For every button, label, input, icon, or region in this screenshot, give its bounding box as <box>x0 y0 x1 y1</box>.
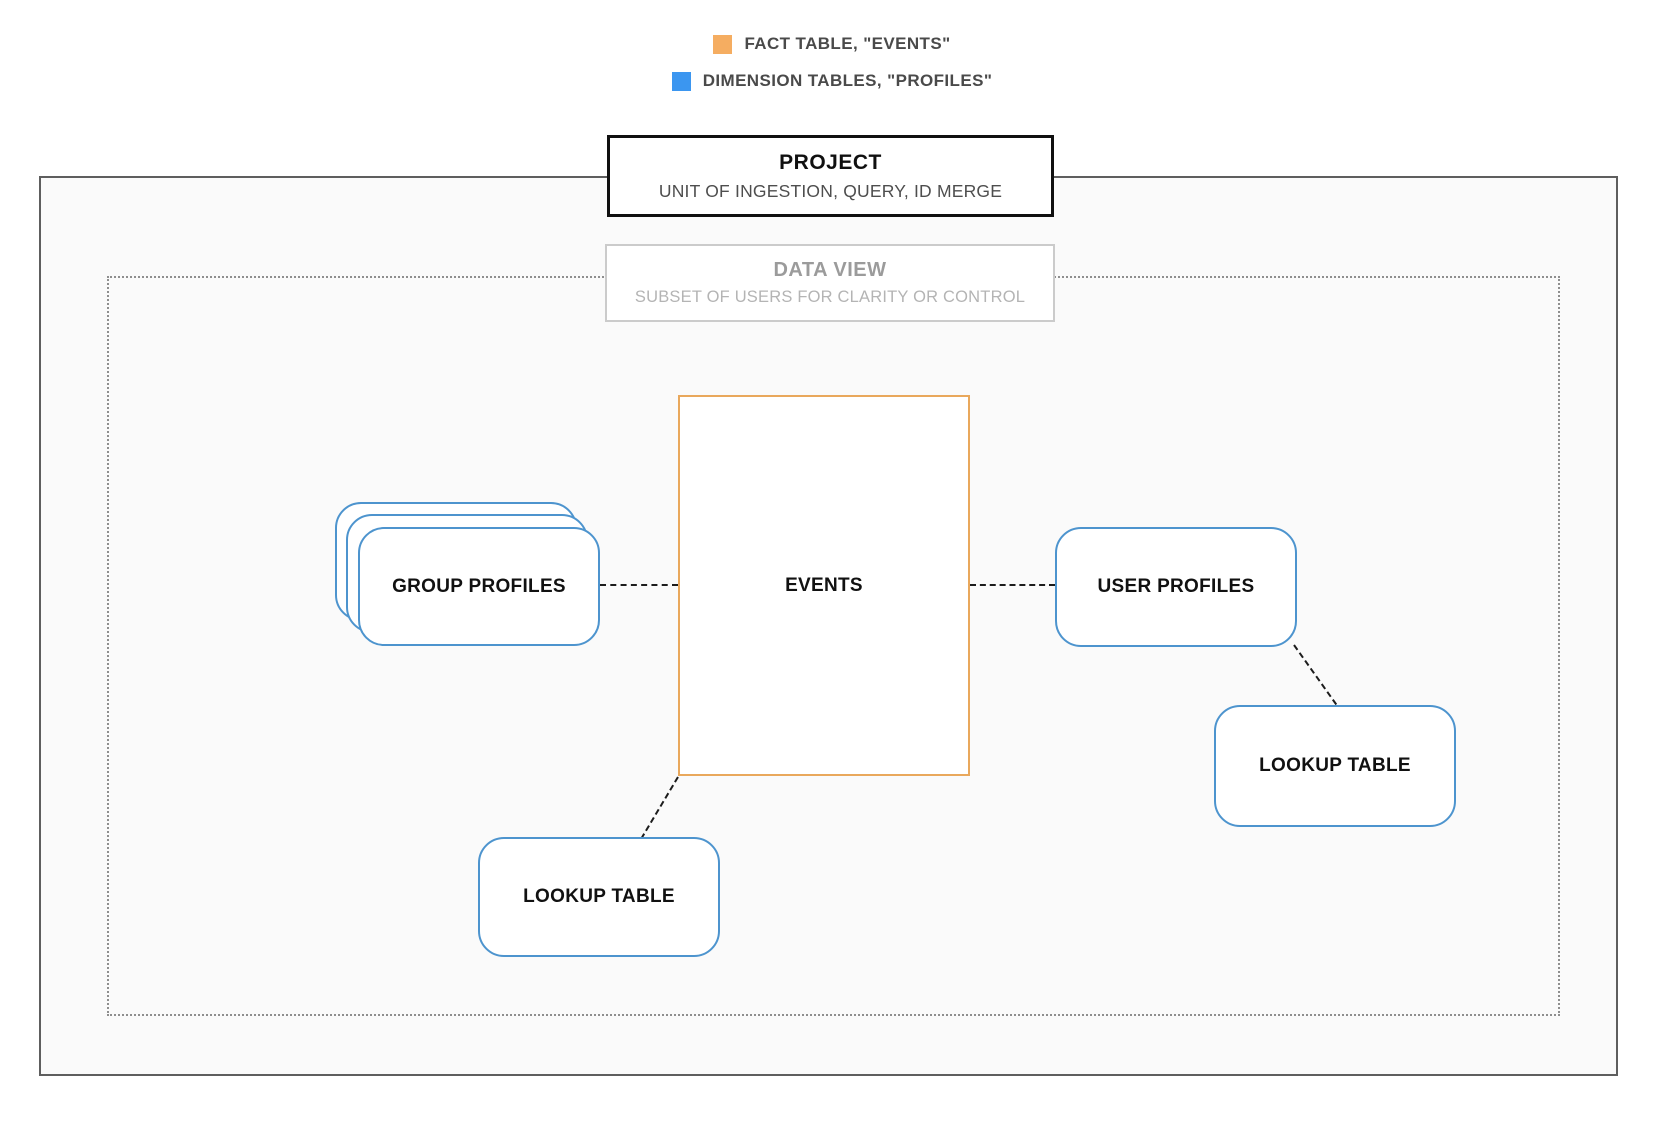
legend-item-fact-table: FACT TABLE, "EVENTS" <box>713 34 950 54</box>
legend: FACT TABLE, "EVENTS" DIMENSION TABLES, "… <box>0 34 1664 91</box>
legend-label-fact-table: FACT TABLE, "EVENTS" <box>744 34 951 53</box>
node-group-profiles: GROUP PROFILES <box>358 527 600 646</box>
events-label: EVENTS <box>785 574 863 596</box>
user-profiles-label: USER PROFILES <box>1097 576 1255 597</box>
project-title-box: PROJECT UNIT OF INGESTION, QUERY, ID MER… <box>607 135 1054 217</box>
lookup-table-right-label: LOOKUP TABLE <box>1259 755 1411 776</box>
connector-events-user-profiles <box>970 584 1055 586</box>
node-user-profiles: USER PROFILES <box>1055 527 1297 647</box>
group-profiles-label: GROUP PROFILES <box>392 575 566 597</box>
data-view-title: DATA VIEW <box>773 259 887 281</box>
data-view-subtitle: SUBSET OF USERS FOR CLARITY OR CONTROL <box>634 288 1026 306</box>
legend-label-dimension-tables: DIMENSION TABLES, "PROFILES" <box>702 71 993 90</box>
legend-item-dimension-tables: DIMENSION TABLES, "PROFILES" <box>671 71 993 91</box>
node-events: EVENTS <box>678 395 970 776</box>
lookup-table-bottom-label: LOOKUP TABLE <box>523 886 675 907</box>
dimension-tables-swatch-icon <box>671 71 691 91</box>
connector-group-profiles-events <box>600 584 678 586</box>
project-subtitle: UNIT OF INGESTION, QUERY, ID MERGE <box>658 180 1003 201</box>
node-lookup-table-bottom: LOOKUP TABLE <box>478 837 720 957</box>
data-view-title-box: DATA VIEW SUBSET OF USERS FOR CLARITY OR… <box>605 244 1055 322</box>
node-lookup-table-right: LOOKUP TABLE <box>1214 705 1456 827</box>
project-title: PROJECT <box>779 150 882 174</box>
fact-table-swatch-icon <box>713 34 733 54</box>
